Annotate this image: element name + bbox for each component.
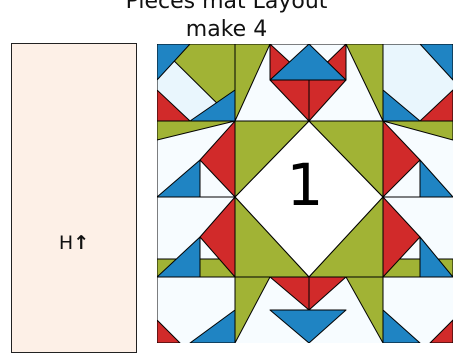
layout-title: Pieces mat Layout — [0, 0, 453, 15]
strip-piece-h: H↑ — [11, 43, 137, 353]
strip-label: H↑ — [12, 232, 136, 254]
make-count: make 4 — [0, 17, 453, 43]
strip-letter: H — [59, 232, 73, 254]
up-arrow-icon: ↑ — [73, 232, 89, 254]
block-number: 1 — [157, 150, 453, 220]
